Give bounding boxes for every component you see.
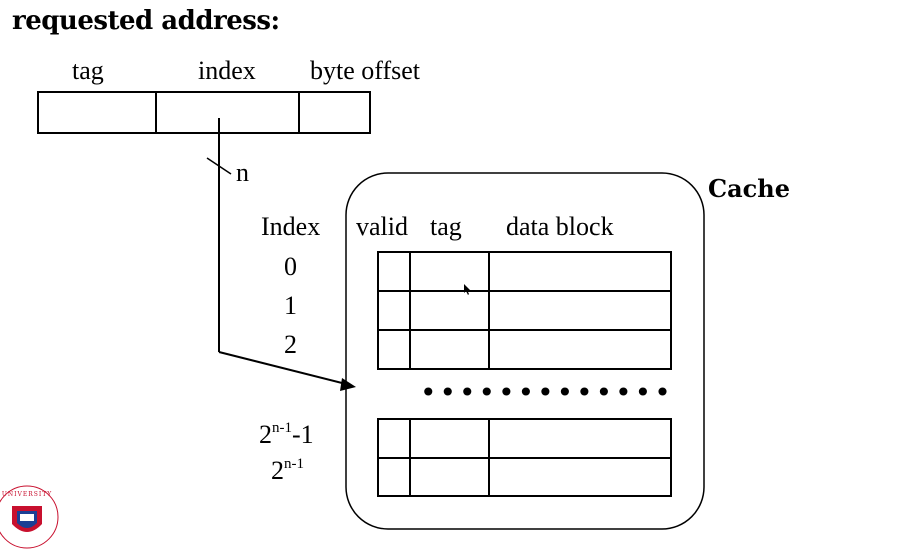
- index-row-0: 0: [284, 252, 297, 281]
- cache-header-data-block: data block: [506, 212, 614, 241]
- index-row-last: 2n-1: [271, 456, 304, 485]
- cache-table-bottom: [377, 418, 672, 497]
- mouse-cursor: [464, 284, 470, 295]
- address-field-index-label: index: [198, 56, 256, 85]
- address-width-label: n: [236, 158, 249, 187]
- index-row-second-last: 2n-1-1: [259, 420, 314, 449]
- address-field-offset-label: byte offset: [310, 56, 420, 85]
- slide-title: requested address:: [12, 6, 280, 36]
- index-header: Index: [261, 212, 321, 241]
- cache-label: Cache: [708, 174, 790, 203]
- index-row-2: 2: [284, 330, 297, 359]
- arrow-head: [340, 378, 356, 391]
- svg-text:UNIVERSITY: UNIVERSITY: [2, 491, 52, 498]
- cache-header-tag: tag: [430, 212, 462, 241]
- cache-outline: [345, 172, 705, 530]
- cache-diagram: [37, 91, 705, 530]
- address-field-tag-label: tag: [72, 56, 104, 85]
- university-crest-logo: UNIVERSITY: [0, 485, 59, 549]
- cache-table-top: [377, 251, 672, 370]
- ellipsis-dots: •••••••••••••: [420, 376, 674, 409]
- index-row-1: 1: [284, 291, 297, 320]
- cache-header-valid: valid: [356, 212, 408, 241]
- index-arrow: [206, 118, 347, 385]
- address-register: [37, 91, 371, 134]
